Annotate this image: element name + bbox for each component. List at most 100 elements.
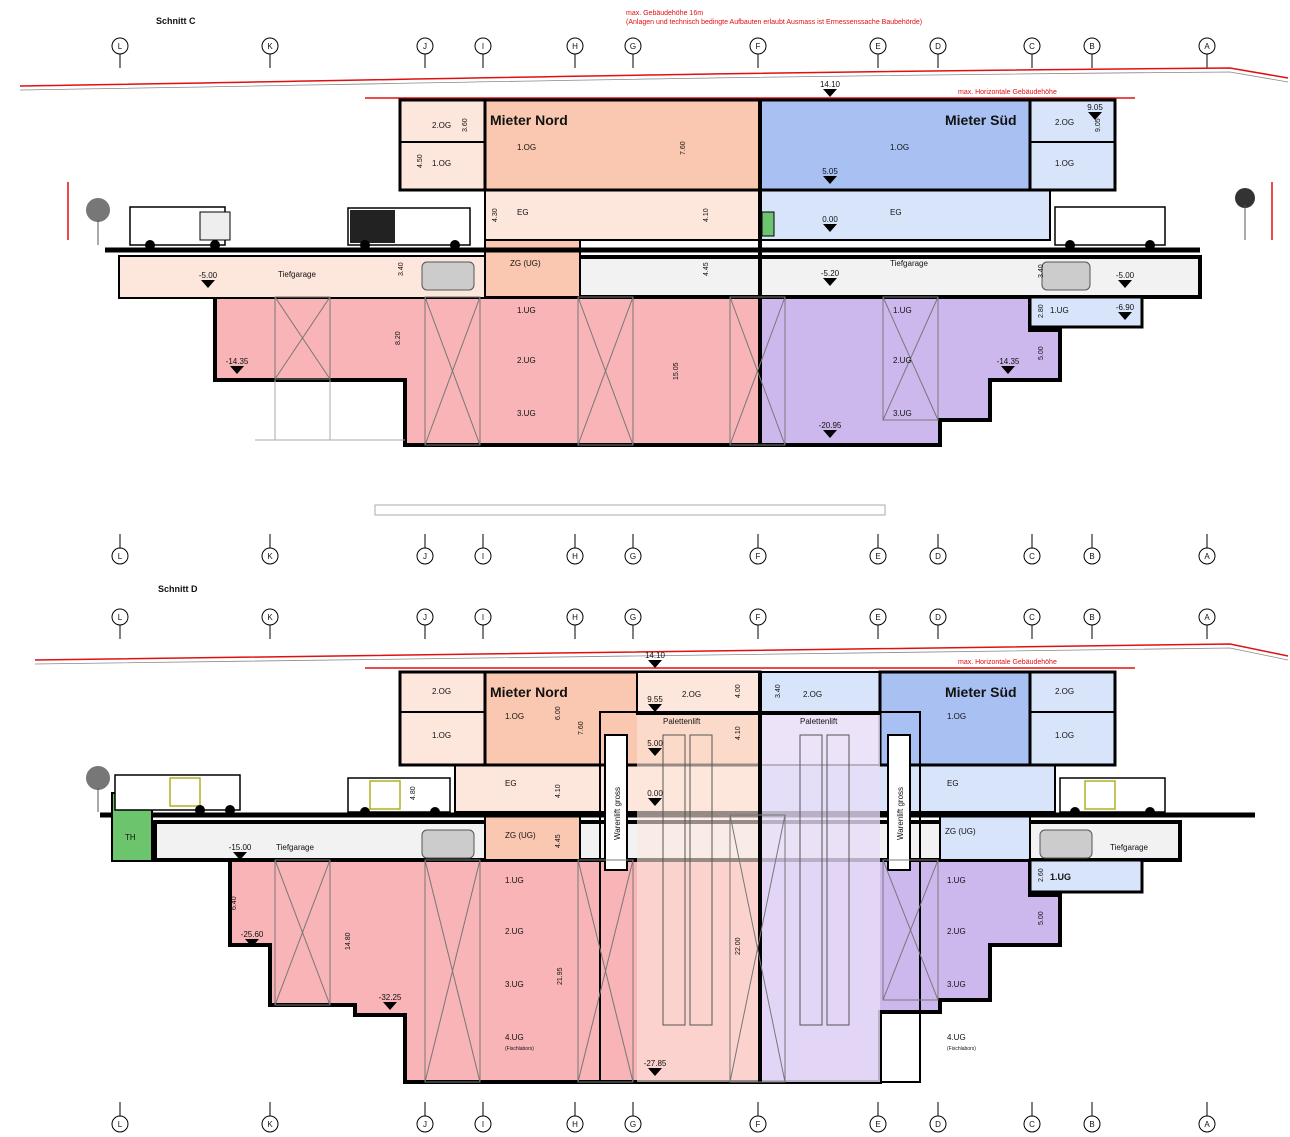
elevation-ug-west2-d: -32.25 <box>379 993 402 1002</box>
axis-label-j: J <box>423 552 427 561</box>
dim-c-a: 3.60 <box>462 118 469 132</box>
dim-d-m: 2.60 <box>1038 868 1045 882</box>
axis-label-i: I <box>482 1120 484 1129</box>
axis-label-g: G <box>630 1120 636 1129</box>
dim-d-h: 4.80 <box>410 786 417 800</box>
axis-label-l: L <box>118 1120 123 1129</box>
floor-1og-west: 1.OG <box>432 159 451 168</box>
zg-north-d <box>484 811 581 861</box>
elevation-ug-east-c-marker <box>1118 312 1132 320</box>
axis-label-j: J <box>423 613 427 622</box>
elevation-top-c: 14.10 <box>820 80 841 89</box>
axis-label-e: E <box>875 552 880 561</box>
tree-west-d <box>86 766 110 812</box>
axis-label-a: A <box>1204 1120 1210 1129</box>
floor-2og-east-d: 2.OG <box>1055 687 1074 696</box>
axis-label-c: C <box>1029 552 1035 561</box>
floor-eg-south-d: EG <box>947 779 959 788</box>
floor-eg-south: EG <box>890 208 902 217</box>
tenant-north-label: Mieter Nord <box>490 112 568 128</box>
axis-label-b: B <box>1089 42 1094 51</box>
max-height-label: max. Horizontale Gebäudehöhe <box>958 89 1057 96</box>
floor-2og-mid2-d: 2.OG <box>803 690 822 699</box>
elevation-east-top-c-marker <box>1088 112 1102 120</box>
elevation-5-d: 5.00 <box>647 739 663 748</box>
elevation-garage-east-c: -5.00 <box>1116 271 1135 280</box>
th-label: TH <box>125 833 136 842</box>
section-c-title: Schnitt C <box>156 16 196 26</box>
elevation-markers-c: 14.105.050.00-5.00-5.20-5.00-6.90-14.35-… <box>199 80 1135 438</box>
og-west <box>398 98 487 192</box>
lift-zone-south <box>760 715 880 1082</box>
freight-lift-east-label: Warenlift gross <box>896 787 905 840</box>
elevation-top-d-marker <box>648 660 662 668</box>
pallet-lift-2-label: Palettenlift <box>800 717 838 726</box>
floor-1og-east: 1.OG <box>1055 159 1074 168</box>
axis-label-j: J <box>423 42 427 51</box>
floor-3ug-south-d: 3.UG <box>947 980 966 989</box>
max-height-note-detail: (Anlagen und technisch bedingte Aufbaute… <box>626 19 922 26</box>
shafts-d <box>274 814 939 1083</box>
axis-label-f: F <box>756 1120 761 1129</box>
axis-label-k: K <box>267 613 273 622</box>
floor-3ug-north: 3.UG <box>517 409 536 418</box>
axis-label-a: A <box>1204 552 1210 561</box>
og-west-d <box>398 670 487 767</box>
elevation-bottom-d-marker <box>648 1068 662 1076</box>
axis-label-h: H <box>572 613 578 622</box>
elevation-markers-d: 14.109.555.000.00-15.00-25.60-32.25-27.8… <box>229 651 667 1076</box>
elevation-0-d: 0.00 <box>647 789 663 798</box>
dim-c-c: 7.60 <box>680 141 687 155</box>
axis-label-a: A <box>1204 613 1210 622</box>
elevation-ug-west-d-marker <box>245 939 259 947</box>
floor-1og-east-d: 1.OG <box>1055 731 1074 740</box>
dim-c-d: 4.30 <box>492 208 499 222</box>
axis-label-f: F <box>756 552 761 561</box>
axis-label-l: L <box>118 552 123 561</box>
axis-label-k: K <box>267 1120 273 1129</box>
og-east-d <box>1028 670 1117 767</box>
axis-label-g: G <box>630 42 636 51</box>
truck-west-d <box>114 774 241 815</box>
floor-2og-west-d: 2.OG <box>432 687 451 696</box>
floor-2og-west: 2.OG <box>432 121 451 130</box>
axis-label-i: I <box>482 613 484 622</box>
ug-east-d <box>1028 858 1144 894</box>
dim-d-f: 4.45 <box>555 834 562 848</box>
floor-eg-north: EG <box>517 208 529 217</box>
foundation-grid-c <box>255 380 886 516</box>
dim-c-e: 3.40 <box>398 262 405 276</box>
garage-label-west: Tiefgarage <box>278 270 317 279</box>
elevation-5-d-marker <box>648 748 662 756</box>
axis-label-i: I <box>482 552 484 561</box>
floor-1ug-south: 1.UG <box>893 306 912 315</box>
truck-east-c <box>1054 206 1166 250</box>
truck-east-d <box>1059 777 1166 817</box>
eg-south <box>759 189 1051 241</box>
terrain-line-secondary <box>19 71 1289 91</box>
floor-1og-north: 1.OG <box>517 143 536 152</box>
elevation-9-d-marker <box>648 704 662 712</box>
elevation-1og-c-marker <box>823 176 837 184</box>
og-north <box>483 98 762 192</box>
elevation-bottom-c-marker <box>823 430 837 438</box>
elevation-9-d: 9.55 <box>647 695 663 704</box>
dim-c-j: 3.40 <box>1038 264 1045 278</box>
floor-2ug-south-d: 2.UG <box>947 927 966 936</box>
floor-1ug-south-d: 1.UG <box>947 876 966 885</box>
truck-west-c <box>129 206 231 250</box>
elevation-ug-west-c: -14.35 <box>226 357 249 366</box>
floor-1ug-east: 1.UG <box>1050 306 1069 315</box>
axis-label-e: E <box>875 42 880 51</box>
freight-lift-west-label: Warenlift gross <box>613 787 622 840</box>
floor-3ug-south: 3.UG <box>893 409 912 418</box>
axis-label-b: B <box>1089 552 1094 561</box>
floor-zg-north: ZG (UG) <box>510 259 541 268</box>
floor-3ug-north-d: 3.UG <box>505 980 524 989</box>
axis-label-f: F <box>756 42 761 51</box>
car-west-c <box>421 261 475 291</box>
dim-d-l: 22.00 <box>735 937 742 955</box>
elevation-garage-mid-c-marker <box>823 278 837 286</box>
